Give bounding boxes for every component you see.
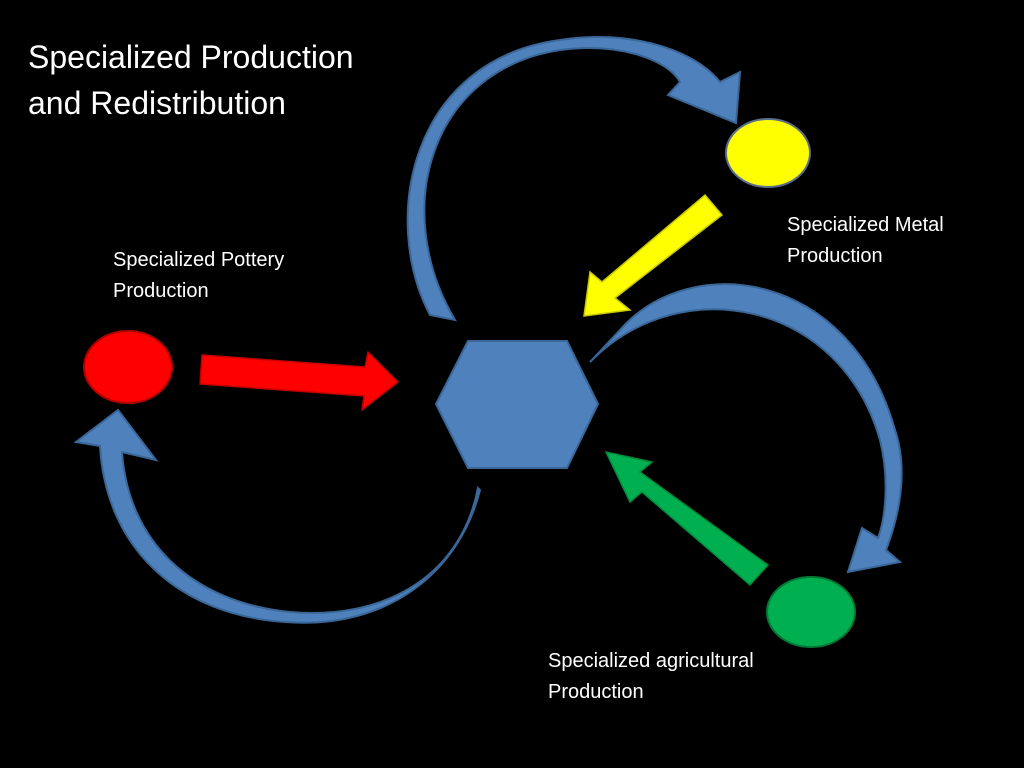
title-line-2: and Redistribution bbox=[28, 85, 286, 121]
curved-arrow-to-pottery bbox=[73, 408, 482, 624]
label-metal-line-2: Production bbox=[787, 245, 883, 267]
label-agricultural-line-1: Specialized agricultural bbox=[548, 650, 754, 672]
curved-arrow-to-metal bbox=[406, 35, 742, 322]
label-pottery-line-2: Production bbox=[113, 280, 209, 302]
label-metal-line-1: Specialized Metal bbox=[787, 214, 944, 236]
label-agricultural-production: Specialized agricultural Production bbox=[548, 646, 808, 708]
slide-title: Specialized Production and Redistributio… bbox=[28, 34, 448, 126]
agricultural-circle bbox=[766, 576, 856, 648]
title-line-1: Specialized Production bbox=[28, 39, 354, 75]
arrow-metal-to-center bbox=[583, 193, 724, 317]
metal-circle bbox=[725, 118, 811, 188]
label-pottery-line-1: Specialized Pottery bbox=[113, 249, 285, 271]
curved-arrow-to-agricultural bbox=[589, 283, 903, 574]
arrow-agricultural-to-center bbox=[604, 450, 770, 587]
label-metal-production: Specialized Metal Production bbox=[787, 210, 1007, 272]
label-agricultural-line-2: Production bbox=[548, 681, 644, 703]
pottery-circle bbox=[83, 330, 173, 404]
arrow-pottery-to-center bbox=[199, 350, 400, 412]
center-hexagon bbox=[434, 340, 600, 469]
label-pottery-production: Specialized Pottery Production bbox=[113, 245, 353, 307]
